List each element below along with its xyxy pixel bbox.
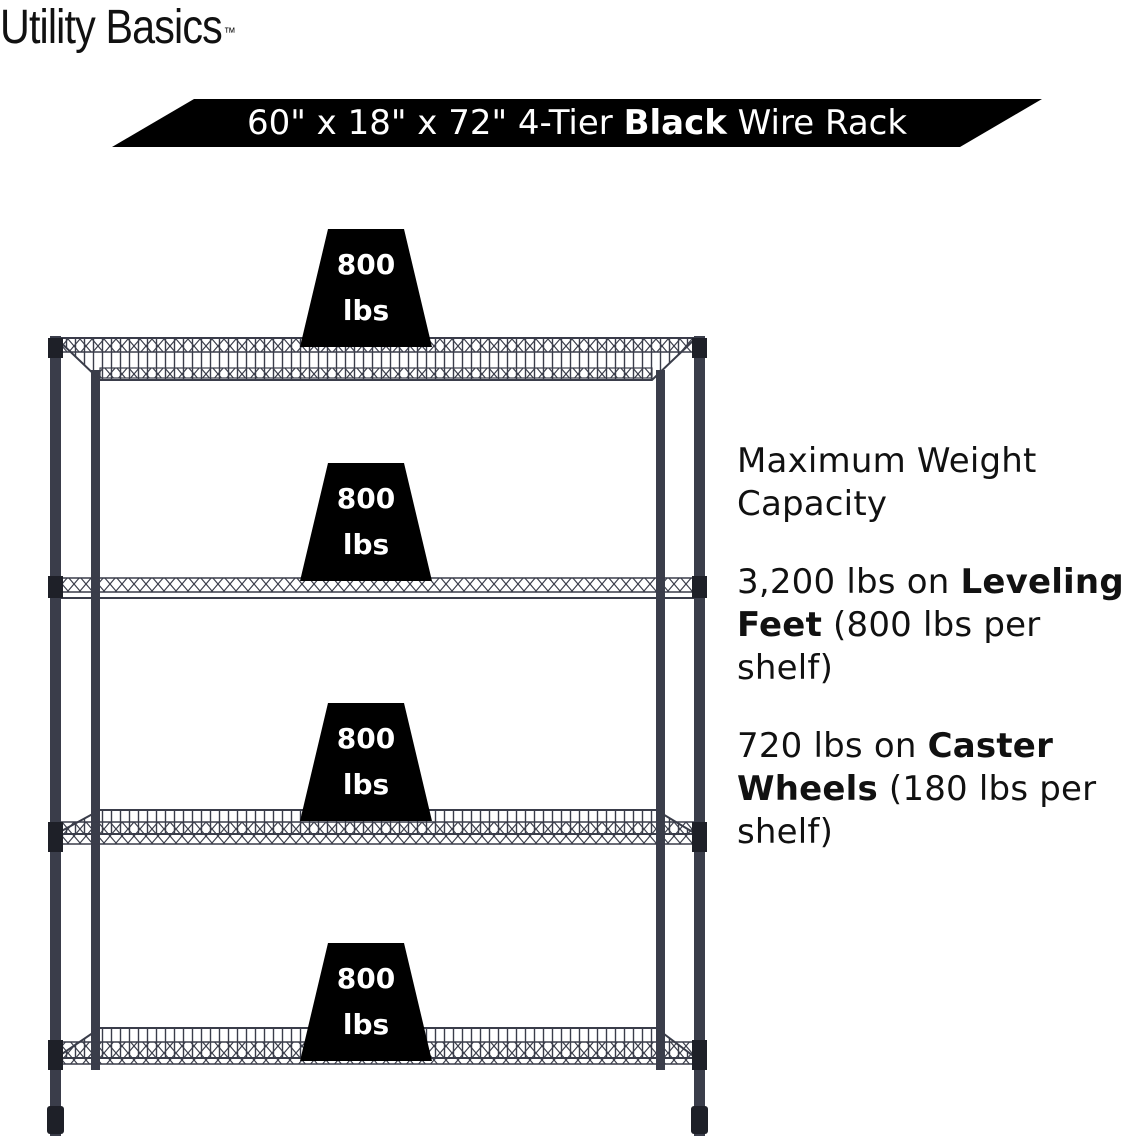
banner-title-prefix: 60" x 18" x 72" 4-Tier — [246, 103, 624, 143]
shelf-2-capacity-badge: 800 lbs — [300, 463, 432, 581]
leveling-foot — [691, 1106, 708, 1134]
shelf-1-capacity-badge: 800 lbs — [300, 229, 432, 347]
rack-post-back-left — [91, 370, 100, 1070]
caster-wheels-capacity: 720 lbs on Caster Wheels (180 lbs per sh… — [737, 725, 1133, 854]
banner-title-suffix: Wire Rack — [726, 103, 908, 143]
leveling-suffix: (800 lbs per shelf) — [737, 605, 1052, 688]
brand-name: Utility Basics — [0, 1, 223, 54]
title-banner: 60" x 18" x 72" 4-Tier Black Wire Rack — [112, 99, 1042, 147]
casters-suffix: (180 lbs per shelf) — [737, 769, 1108, 852]
rack-shelf — [55, 809, 700, 845]
capacity-heading: Maximum Weight Capacity — [737, 441, 1037, 524]
shelf-3-capacity-value: 800 — [336, 722, 396, 755]
shelf-4-capacity-value: 800 — [336, 962, 396, 995]
shelf-2-capacity-value: 800 — [336, 482, 396, 515]
leveling-prefix: 3,200 lbs on — [737, 562, 961, 602]
rack-post-front-right — [694, 336, 705, 1136]
shelf-3-capacity-badge: 800 lbs — [300, 703, 432, 821]
capacity-info: Maximum Weight Capacity 3,200 lbs on Lev… — [737, 440, 1133, 889]
weight-badge-trapezoid — [300, 703, 432, 821]
banner-title: 60" x 18" x 72" 4-Tier Black Wire Rack — [112, 99, 1042, 147]
shelf-4-capacity-badge: 800 lbs — [300, 943, 432, 1061]
weight-badge-trapezoid — [300, 229, 432, 347]
banner-parallelogram — [112, 99, 1042, 147]
shelf-1-capacity-unit: lbs — [342, 294, 390, 327]
weight-badge-trapezoid — [300, 943, 432, 1061]
shelf-1-capacity-value: 800 — [336, 248, 396, 281]
casters-bold: Caster Wheels — [737, 726, 1054, 809]
shelf-3-capacity-unit: lbs — [342, 768, 390, 801]
banner-title-bold: Black — [623, 103, 727, 143]
rack-shelf — [55, 577, 697, 599]
trademark-symbol: ™ — [223, 24, 236, 40]
casters-prefix: 720 lbs on — [737, 726, 928, 766]
weight-badge-trapezoid — [300, 463, 432, 581]
shelf-4-capacity-unit: lbs — [342, 1008, 390, 1041]
leveling-feet-capacity: 3,200 lbs on Leveling Feet (800 lbs per … — [737, 561, 1133, 690]
shelf-2-capacity-unit: lbs — [342, 528, 390, 561]
leveling-foot — [47, 1106, 64, 1134]
rack-post-back-right — [656, 370, 665, 1070]
leveling-bold: Leveling Feet — [737, 562, 1124, 645]
rack-post-front-left — [50, 336, 61, 1136]
